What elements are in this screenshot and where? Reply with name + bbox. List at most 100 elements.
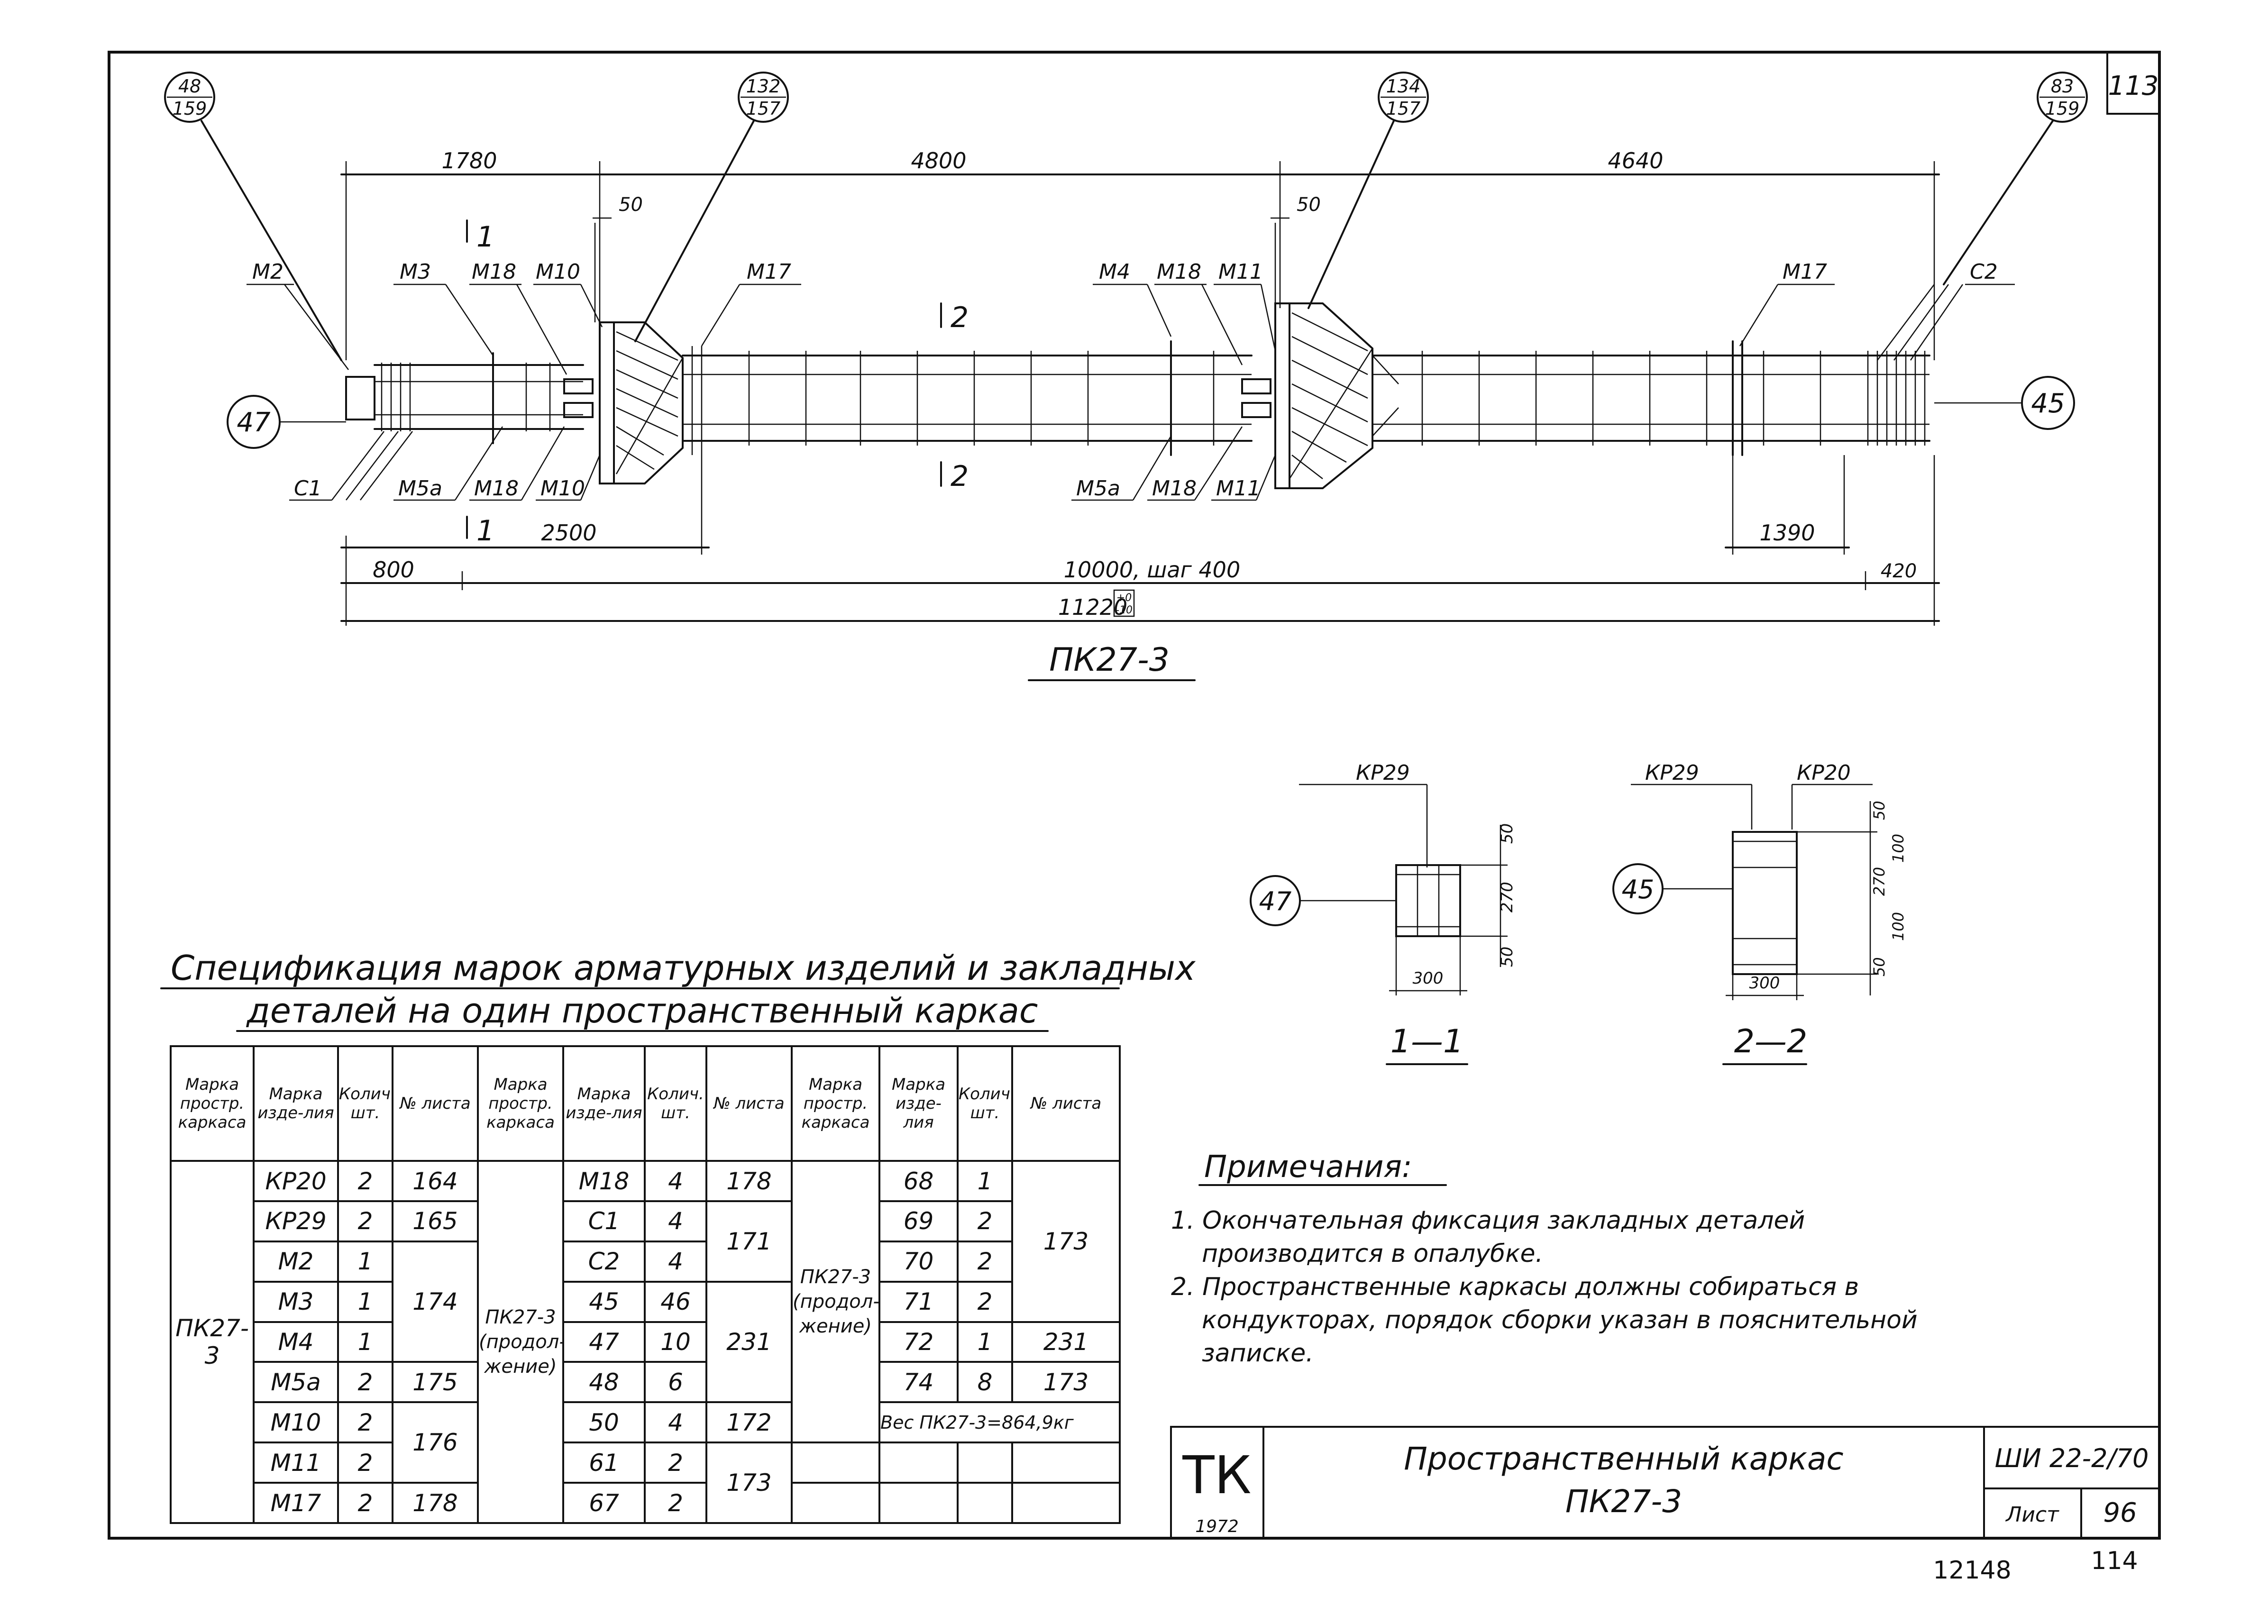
g1-sheet: 176 xyxy=(392,1401,479,1484)
g1-item: М2 xyxy=(253,1240,339,1283)
label-m18-bottom-right: М18 xyxy=(1152,476,1197,501)
section-1-caption: 1—1 xyxy=(1390,1023,1464,1060)
dim-50-left: 50 xyxy=(619,194,643,216)
section-2-dim-5: 50 xyxy=(1870,957,1888,976)
label-m5a-left: М5а xyxy=(398,476,442,501)
callout-1-top: 48 xyxy=(178,76,201,97)
note-line-2: производится в опалубке. xyxy=(1202,1240,1544,1268)
header-item-2: Марка изде-лия xyxy=(562,1045,646,1162)
g1-item: М3 xyxy=(253,1280,339,1323)
end-right-label: 45 xyxy=(2031,388,2065,419)
section-2-circle: 45 xyxy=(1622,875,1655,904)
empty-cell xyxy=(1011,1442,1121,1484)
g3-item: 72 xyxy=(878,1321,959,1363)
label-m11-bottom: М11 xyxy=(1216,476,1261,501)
g2-item: С2 xyxy=(562,1240,646,1283)
corner-number-box xyxy=(2106,51,2160,115)
g1-sheet: 178 xyxy=(392,1482,479,1524)
g1-count: 1 xyxy=(337,1321,393,1363)
section-1-dim-bot: 50 xyxy=(1498,947,1517,967)
g3-item: 69 xyxy=(878,1200,959,1242)
g2-sheet: 173 xyxy=(705,1442,793,1524)
header-count-3: Колич. шт. xyxy=(957,1045,1013,1162)
label-m17-left: М17 xyxy=(747,260,791,284)
group3-frame: ПК27-3 (продол-жение) xyxy=(791,1160,880,1444)
g2-sheet: 171 xyxy=(705,1200,793,1283)
note-line-1: 1. Окончательная фиксация закладных дета… xyxy=(1171,1206,1805,1235)
g2-count: 4 xyxy=(644,1401,707,1444)
table-row: ПК27-3 КР20 2 164 ПК27-3 (продол-жение) … xyxy=(170,1160,1121,1524)
dim-4640: 4640 xyxy=(1608,148,1663,173)
label-m10-bottom: М10 xyxy=(540,476,585,501)
g3-count: 8 xyxy=(957,1361,1013,1404)
g2-item: 67 xyxy=(562,1482,646,1524)
g1-count: 1 xyxy=(337,1280,393,1323)
frame-plan-view: 48 159 132 157 134 157 83 159 xyxy=(164,72,2088,681)
title-year: 1972 xyxy=(1195,1517,1239,1536)
table-row: М10 2 176 50 4 172 Вес ПК27-3=864,9кг xyxy=(171,1401,1121,1484)
label-c2: С2 xyxy=(1970,260,1998,284)
g1-count: 2 xyxy=(337,1482,393,1524)
g3-item: 71 xyxy=(878,1280,959,1323)
callout-4-top: 83 xyxy=(2051,76,2074,97)
g2-item: М18 xyxy=(562,1160,646,1203)
g1-item: М17 xyxy=(253,1482,339,1524)
title-main: Пространственный каркас xyxy=(1404,1441,1843,1477)
dim-800: 800 xyxy=(373,557,414,583)
label-m18-top-right: М18 xyxy=(1157,260,1201,284)
label-m2: М2 xyxy=(252,260,284,284)
note-line-3: 2. Пространственные каркасы должны собир… xyxy=(1171,1273,1859,1301)
g2-count: 2 xyxy=(644,1442,707,1484)
g2-count: 4 xyxy=(644,1240,707,1283)
spec-title-line-1: Спецификация марок арматурных изделий и … xyxy=(171,948,1196,988)
dim-10000: 10000, шаг 400 xyxy=(1064,557,1240,583)
callout-4: 83 159 xyxy=(1943,72,2088,285)
spec-title-line-2: деталей на один пространственный каркас xyxy=(247,991,1038,1031)
g1-item: М5а xyxy=(253,1361,339,1404)
section-2-bottom: 2 xyxy=(951,460,969,493)
title-series: ШИ 22-2/70 xyxy=(1995,1443,2149,1473)
table-row: М2 1 174 С2 4 70 2 xyxy=(171,1240,1120,1363)
header-item-1: Марка изде-лия xyxy=(253,1045,339,1162)
section-1-1: КР29 47 50 270 50 300 1—1 xyxy=(1250,761,1517,1065)
note-line-4: кондукторах, порядок сборки указан в поя… xyxy=(1202,1306,1918,1334)
table-row: М3 1 45 46 231 71 2 xyxy=(171,1280,1120,1404)
label-m10-top: М10 xyxy=(536,260,580,284)
label-m5a-right: М5а xyxy=(1076,476,1120,501)
header-sheet-1: № листа xyxy=(392,1045,479,1162)
g1-count: 2 xyxy=(337,1401,393,1444)
title-block: ТК 1972 Пространственный каркас ПК27-3 Ш… xyxy=(1170,1426,2160,1539)
callout-1: 48 159 xyxy=(164,72,342,361)
section-2-label-left: КР29 xyxy=(1645,761,1699,785)
section-1-dim-mid: 270 xyxy=(1498,882,1517,912)
g2-sheet: 172 xyxy=(705,1401,793,1444)
g3-item: 74 xyxy=(878,1361,959,1404)
g1-count: 2 xyxy=(337,1442,393,1484)
header-sheet-2: № листа xyxy=(705,1045,793,1162)
section-1-width: 300 xyxy=(1413,969,1444,988)
g2-item: С1 xyxy=(562,1200,646,1242)
header-count-1: Колич. шт. xyxy=(337,1045,393,1162)
header-frame-1: Марка простр. каркаса xyxy=(170,1045,255,1162)
g1-sheet: 174 xyxy=(392,1240,479,1363)
g2-count: 10 xyxy=(644,1321,707,1363)
empty-cell xyxy=(791,1442,880,1484)
g1-item: М4 xyxy=(253,1321,339,1363)
header-sheet-3: № листа xyxy=(1011,1045,1121,1162)
callout-3-bottom: 157 xyxy=(1386,98,1421,119)
sheet-frame xyxy=(108,51,2161,1540)
corner-number: 113 xyxy=(2108,71,2159,101)
g2-item: 61 xyxy=(562,1442,646,1484)
group2-frame: ПК27-3 (продол-жение) xyxy=(477,1160,564,1524)
g1-count: 1 xyxy=(337,1240,393,1283)
weight-note: Вес ПК27-3=864,9кг xyxy=(878,1401,1121,1444)
section-1-bottom: 1 xyxy=(476,514,494,547)
dim-1390: 1390 xyxy=(1759,520,1815,546)
g2-item: 48 xyxy=(562,1361,646,1404)
g3-count: 1 xyxy=(957,1160,1013,1203)
table-row: М11 2 61 2 173 xyxy=(171,1442,1121,1524)
section-1-circle: 47 xyxy=(1259,886,1292,916)
g2-sheet: 178 xyxy=(705,1160,793,1203)
g3-item: 68 xyxy=(878,1160,959,1203)
g1-count: 2 xyxy=(337,1160,393,1203)
